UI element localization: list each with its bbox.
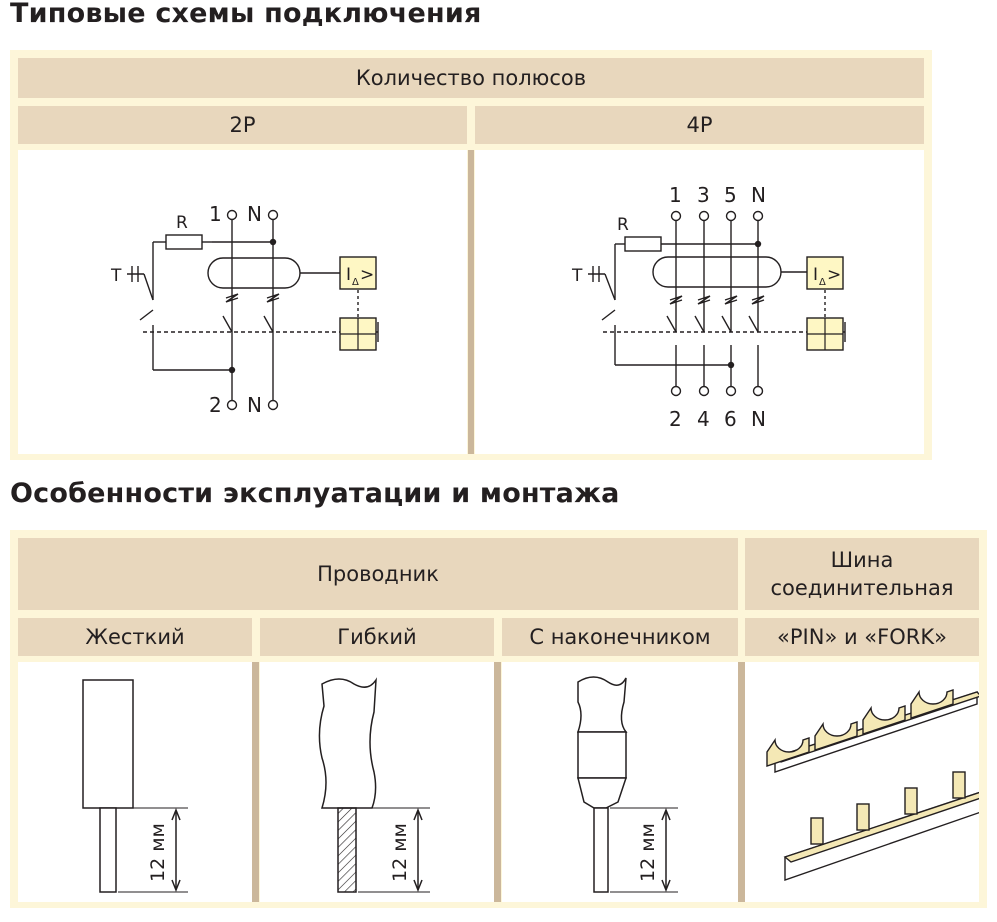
column-header-rigid: Жесткий (18, 618, 252, 656)
poles-count-header: Количество полюсов (18, 58, 924, 98)
terminal-label-top-3-4p: 3 (697, 183, 710, 207)
busbar-header: Шина соединительная (745, 538, 979, 610)
panel-busbars (745, 662, 983, 902)
residual-current-relay (339, 256, 377, 290)
column-header-ferrule: С наконечником (502, 618, 738, 656)
relay-sign-4p: > (827, 265, 841, 285)
flexible-conductor-drawing: 12 мм (318, 677, 430, 893)
terminal-label-bottom-n: N (247, 393, 262, 417)
terminal-label-bottom-2: 2 (209, 393, 222, 417)
panel-rigid-conductor: 12 мм (18, 662, 252, 902)
column-header-flexible: Гибкий (260, 618, 494, 656)
terminal-label-top-1: 1 (209, 202, 222, 226)
resistor-label: R (176, 213, 188, 233)
wiring-diagram-4p: I Δ > R T 1 3 5 N 2 4 6 N (571, 183, 846, 431)
relay-sub-label: Δ (352, 277, 359, 288)
test-button-label-4p: T (571, 266, 583, 286)
connection-table: Количество полюсов 2P 4P (10, 50, 932, 460)
relay-label-4p: I (813, 265, 818, 285)
terminal-label-bottom-n-4p: N (751, 407, 766, 431)
panel-flexible-conductor: 12 мм (260, 662, 494, 902)
relay-sign: > (360, 265, 374, 285)
dimension-label-rigid: 12 мм (147, 823, 169, 882)
rigid-conductor-drawing: 12 мм (82, 679, 188, 893)
relay-label: I (346, 265, 351, 285)
dimension-label-ferrule: 12 мм (637, 823, 659, 882)
relay-sub-label-4p: Δ (819, 277, 826, 288)
ferrule-conductor-drawing: 12 мм (576, 676, 678, 893)
terminal-label-top-5-4p: 5 (724, 183, 737, 207)
wiring-diagram-2p: I Δ > R T 1 N 2 N (110, 202, 379, 417)
terminal-bottom-2 (226, 399, 238, 411)
panel-ferrule-conductor: 12 мм (502, 662, 738, 902)
column-header-2p: 2P (18, 106, 467, 144)
column-header-busbar-types: «PIN» и «FORK» (745, 618, 979, 656)
test-button-label: T (110, 266, 122, 286)
terminal-label-top-n: N (247, 202, 262, 226)
current-transformer (207, 257, 301, 289)
terminal-label-bottom-6-4p: 6 (724, 407, 737, 431)
terminal-label-top-1-4p: 1 (669, 183, 682, 207)
terminal-label-bottom-2-4p: 2 (669, 407, 682, 431)
section-title-connection-schemes: Типовые схемы подключения (10, 0, 482, 29)
dimension-label-flexible: 12 мм (389, 823, 411, 882)
terminal-label-top-n-4p: N (751, 183, 766, 207)
terminal-top-n (267, 209, 279, 221)
busbar-header-label: Шина соединительная (770, 548, 954, 600)
diagram-panel-4p: I Δ > R T 1 3 5 N 2 4 6 N (475, 150, 924, 454)
section-title-operation-mounting: Особенности эксплуатации и монтажа (10, 478, 620, 509)
terminal-bottom-n (267, 399, 279, 411)
resistor-label-4p: R (617, 215, 629, 235)
conductor-header: Проводник (18, 538, 738, 610)
busbar-pin-fork-drawing (766, 689, 983, 881)
panel-separator (468, 150, 474, 454)
mounting-table: Проводник Шина соединительная Жесткий Ги… (10, 530, 987, 908)
diagram-panel-2p: I Δ > R T 1 N 2 N (18, 150, 467, 454)
terminal-top-1 (226, 209, 238, 221)
column-header-4p: 4P (475, 106, 924, 144)
terminal-label-bottom-4-4p: 4 (697, 407, 710, 431)
test-resistor (165, 234, 203, 250)
